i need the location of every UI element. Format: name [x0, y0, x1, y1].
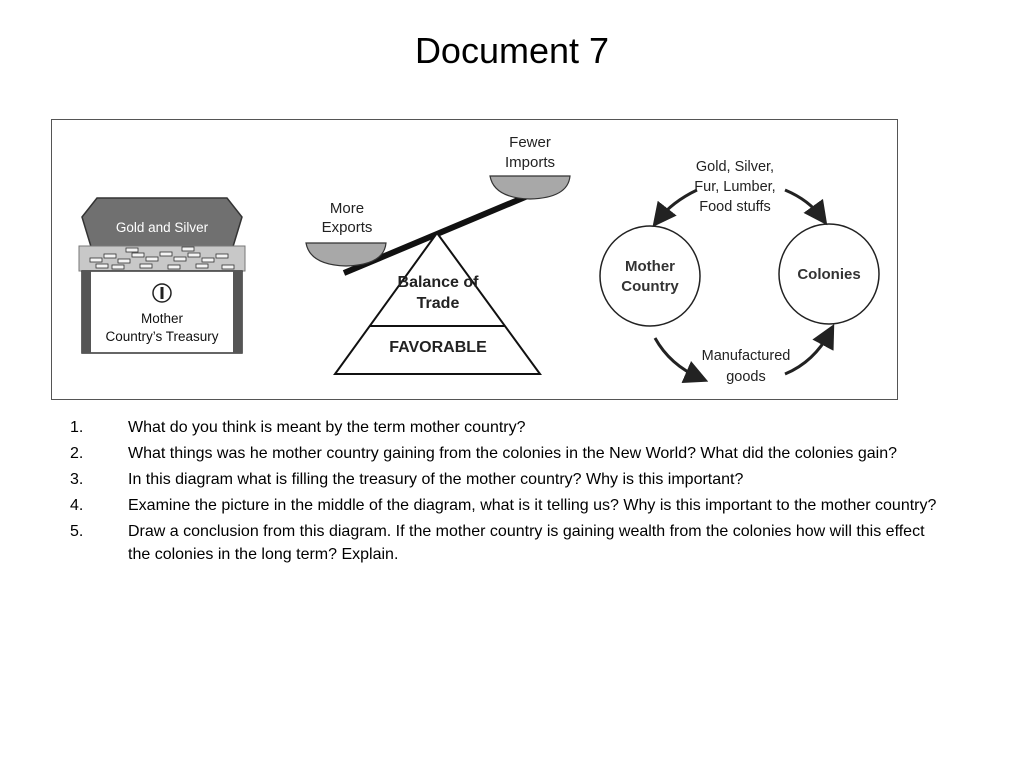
treasury-pile-label: Gold and Silver — [116, 220, 209, 235]
balance-of-trade-line2: Trade — [417, 295, 460, 312]
arrow-to-mother-country-icon — [652, 188, 698, 228]
question-text: What do you think is meant by the term m… — [128, 419, 526, 436]
more-exports-line1: More — [330, 200, 364, 217]
question-text: In this diagram what is filling the trea… — [128, 471, 744, 488]
question-text: Examine the picture in the middle of the… — [128, 497, 937, 514]
question-list: 1. What do you think is meant by the ter… — [70, 416, 950, 569]
question-number: 3. — [70, 471, 84, 488]
imports-pan — [489, 175, 571, 200]
manufactured-goods-line2: goods — [726, 369, 766, 385]
question-number: 1. — [70, 419, 84, 436]
question-text: What things was he mother country gainin… — [128, 445, 897, 462]
question-item: 5. Draw a conclusion from this diagram. … — [70, 520, 950, 566]
mother-country-line2: Country — [621, 278, 679, 295]
slide-title: Document 7 — [414, 30, 610, 71]
question-item: 4. Examine the picture in the middle of … — [70, 494, 950, 517]
balance-of-trade-line1: Balance of — [398, 274, 480, 291]
fewer-imports-line2: Imports — [505, 154, 555, 171]
arrow-from-mother-country-icon — [653, 337, 709, 384]
question-item: 2. What things was he mother country gai… — [70, 442, 950, 465]
trade-cycle: Mother Country Colonies Gold, Silver, Fu… — [599, 159, 880, 385]
raw-goods-line3: Food stuffs — [699, 199, 770, 215]
mercantilism-diagram: Gold and Silver Mother Country’s Treasur… — [51, 119, 898, 400]
favorable-label: FAVORABLE — [389, 339, 487, 356]
fewer-imports-line1: Fewer — [509, 134, 551, 151]
manufactured-goods-line1: Manufactured — [702, 348, 791, 364]
question-item: 3. In this diagram what is filling the t… — [70, 468, 950, 491]
coin-stack-icons — [89, 246, 235, 270]
more-exports-line2: Exports — [322, 219, 373, 236]
question-item: 1. What do you think is meant by the ter… — [70, 416, 950, 439]
question-number: 2. — [70, 445, 84, 462]
exports-pan — [305, 242, 387, 267]
colonies-label: Colonies — [797, 266, 860, 283]
question-text: Draw a conclusion from this diagram. If … — [128, 523, 925, 563]
arrow-to-colonies-icon — [784, 324, 835, 376]
treasury-chest: Gold and Silver Mother Country’s Treasur… — [78, 197, 246, 354]
arrow-from-colonies-icon — [784, 188, 828, 226]
mother-country-line1: Mother — [625, 258, 675, 275]
raw-goods-line1: Gold, Silver, — [696, 159, 774, 175]
treasury-label-line1: Mother — [141, 311, 184, 326]
raw-goods-line2: Fur, Lumber, — [694, 179, 775, 195]
question-number: 5. — [70, 523, 84, 540]
treasury-label-line2: Country’s Treasury — [105, 329, 218, 344]
colonies-circle — [778, 223, 880, 325]
balance-scale: More Exports Fewer Imports Balance of Tr… — [305, 134, 571, 375]
mother-country-circle — [599, 225, 701, 327]
question-number: 4. — [70, 497, 84, 514]
